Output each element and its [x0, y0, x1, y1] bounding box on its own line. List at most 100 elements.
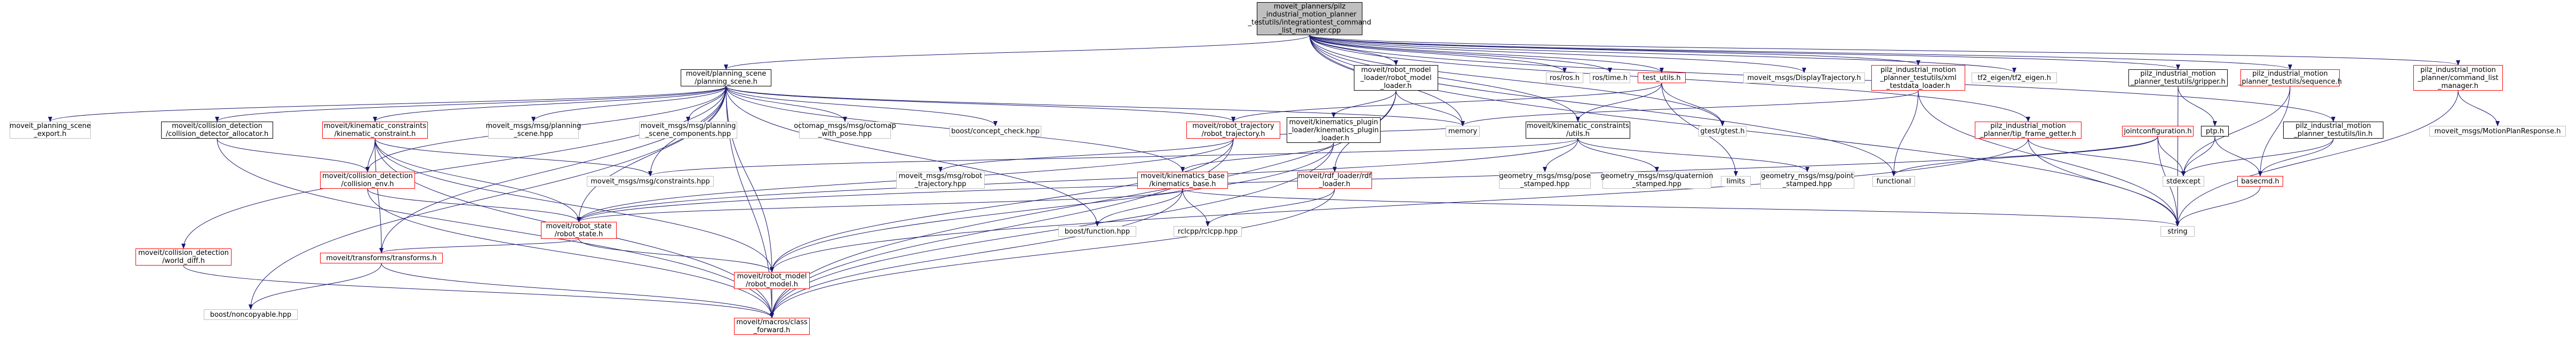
node-kinematics-base[interactable]: moveit/kinematics_base /kinematics_base.… — [1137, 172, 1228, 189]
node-boost-noncopyable[interactable]: boost/noncopyable.hpp — [204, 309, 298, 320]
node-rclcpp[interactable]: rclcpp/rclcpp.hpp — [1174, 226, 1242, 237]
node-geometry-quaternion-stamped[interactable]: geometry_msgs/msg/quaternion _stamped.hp… — [1600, 172, 1713, 189]
node-gripper[interactable]: pilz_industrial_motion _planner_testutil… — [2128, 69, 2228, 86]
node-msg-constraints[interactable]: moveit_msgs/msg/constraints.hpp — [587, 176, 714, 187]
node-label: pilz_industrial_motion _planner/tip_fram… — [1980, 122, 2076, 138]
dependency-edge-coll_env-to-robot_state — [367, 188, 581, 222]
node-robot-model[interactable]: moveit/robot_model /robot_model.h — [734, 272, 810, 289]
node-string[interactable]: string — [2160, 226, 2195, 237]
node-label: moveit/robot_state /robot_state.h — [546, 222, 612, 238]
node-jointconfiguration[interactable]: jointconfiguration.h — [2122, 126, 2194, 137]
node-basecmd[interactable]: basecmd.h — [2237, 176, 2283, 187]
dependency-edge-xml_loader-to-functional — [1892, 90, 1919, 176]
node-command-list-manager[interactable]: pilz_industrial_motion _planner/command_… — [2413, 65, 2503, 91]
node-label: moveit/collision_detection /collision_de… — [165, 122, 269, 138]
node-ros-time[interactable]: ros/time.h — [1590, 73, 1630, 83]
node-kinematic-constraint[interactable]: moveit/kinematic_constraints /kinematic_… — [322, 122, 428, 139]
node-lin[interactable]: pilz_industrial_motion _planner_testutil… — [2283, 122, 2383, 139]
node-label: boost/concept_check.hpp — [951, 127, 1040, 135]
node-rdf-loader[interactable]: moveit/rdf_loader/rdf _loader.h — [1297, 172, 1372, 189]
node-label: moveit/robot_model _loader/robot_model _… — [1360, 66, 1432, 90]
dependency-edge-kin_base-to-rclcpp — [1182, 188, 1210, 227]
dependency-edge-sequence-to-stdexcept — [2181, 86, 2291, 176]
node-planning-scene[interactable]: moveit/planning_scene /planning_scene.h — [681, 69, 771, 86]
dependency-edge-cmd_list_manager-to-string — [2175, 90, 2459, 227]
node-octomap-with-pose[interactable]: octomap_msgs/msg/octomap _with_pose.hpp — [794, 122, 896, 139]
node-label: moveit/kinematic_constraints /kinematic_… — [323, 122, 426, 138]
dependency-edge-robot_state-to-transforms — [379, 238, 579, 253]
node-stdexcept[interactable]: stdexcept — [2163, 176, 2204, 187]
node-collision-env[interactable]: moveit/collision_detection /collision_en… — [320, 172, 415, 189]
node-class-forward[interactable]: moveit/macros/class _forward.h — [734, 318, 810, 335]
dependency-edge-planning_scene-to-world_diff — [181, 86, 727, 249]
dependency-edge-root-to-rm_loader — [1309, 35, 1398, 66]
node-test-utils[interactable]: test_utils.h — [1638, 73, 1686, 83]
node-xml-testdata-loader[interactable]: pilz_industrial_motion _planner_testutil… — [1871, 65, 1965, 91]
dependency-edge-planning_scene-to-planning_scene_export — [48, 86, 727, 122]
node-label: boost/function.hpp — [1064, 227, 1130, 236]
dependency-edge-kin_constraint-to-transforms — [374, 138, 384, 253]
node-label: moveit_msgs/msg/planning _scene.hpp — [485, 122, 581, 138]
node-robot-trajectory[interactable]: moveit/robot_trajectory /robot_trajector… — [1186, 122, 1280, 139]
dependency-edge-planning_scene-to-transforms — [379, 86, 727, 253]
dependency-edge-root-to-functional — [1309, 35, 1896, 176]
node-msg-robot-trajectory[interactable]: moveit_msgs/msg/robot _trajectory.hpp — [896, 172, 985, 189]
node-geometry-point-stamped[interactable]: geometry_msgs/msg/point _stamped.hpp — [1760, 172, 1854, 189]
node-world-diff[interactable]: moveit/collision_detection /world_diff.h — [135, 248, 232, 266]
node-gtest[interactable]: gtest/gtest.h — [1698, 126, 1746, 137]
node-label: moveit/kinematics_base /kinematics_base.… — [1141, 172, 1225, 188]
node-root-file[interactable]: moveit_planners/pilz _industrial_motion_… — [1248, 2, 1371, 35]
node-label: memory — [1448, 127, 1478, 135]
node-sequence[interactable]: pilz_industrial_motion _planner_testutil… — [2238, 69, 2342, 86]
node-label: moveit/collision_detection /collision_en… — [322, 172, 413, 188]
node-robot-model-loader[interactable]: moveit/robot_model _loader/robot_model _… — [1354, 65, 1438, 91]
dependency-edge-test_utils-to-kin_utils — [1576, 83, 1662, 122]
node-tf2-eigen[interactable]: tf2_eigen/tf2_eigen.h — [1972, 73, 2057, 83]
node-label: moveit_planning_scene _export.h — [9, 122, 91, 138]
node-geometry-pose-stamped[interactable]: geometry_msgs/msg/pose _stamped.hpp — [1499, 172, 1591, 189]
dependency-edge-srdf_loader-to-rclcpp — [1206, 188, 1335, 227]
dependency-edge-root-to-sequence — [1309, 35, 2292, 70]
node-robot-state[interactable]: moveit/robot_state /robot_state.h — [541, 222, 617, 239]
node-label: limits — [1726, 177, 1745, 186]
node-limits[interactable]: limits — [1721, 176, 1751, 187]
dependency-edge-kin_constraint-to-robot_model — [374, 138, 774, 272]
dependency-edge-kin_utils-to-geo_point — [1577, 138, 1809, 172]
node-label: moveit_msgs/DisplayTrajectory.h — [1747, 74, 1861, 82]
node-label: ros/time.h — [1592, 74, 1628, 82]
node-kinematic-constraints-utils[interactable]: moveit/kinematic_constraints /utils.h — [1526, 122, 1630, 139]
node-boost-concept-check[interactable]: boost/concept_check.hpp — [950, 126, 1041, 137]
dependency-edge-rm_loader-to-kin_plugin_loader — [1331, 90, 1397, 118]
node-label: octomap_msgs/msg/octomap _with_pose.hpp — [794, 122, 896, 138]
dependency-edge-srdf_loader-to-class_forward — [770, 188, 1335, 318]
node-label: string — [2167, 227, 2188, 236]
dependency-edge-sequence-to-basecmd — [2258, 86, 2291, 176]
dependency-edge-world_diff-to-class_forward — [183, 265, 774, 318]
node-functional[interactable]: functional — [1872, 176, 1915, 187]
node-label: pilz_industrial_motion _planner/command_… — [2418, 66, 2499, 90]
node-planning-scene-export[interactable]: moveit_planning_scene _export.h — [10, 122, 91, 139]
node-tip-frame-getter[interactable]: pilz_industrial_motion _planner/tip_fram… — [1975, 122, 2081, 139]
dependency-edge-kin_utils-to-geo_quat — [1577, 138, 1659, 172]
node-display-trajectory[interactable]: moveit_msgs/DisplayTrajectory.h — [1743, 73, 1865, 83]
dependency-edge-planning_scene-to-robot_traj — [725, 86, 1235, 122]
node-boost-function[interactable]: boost/function.hpp — [1058, 226, 1136, 237]
node-label: gtest/gtest.h — [1700, 127, 1745, 135]
node-kinematics-plugin-loader[interactable]: moveit/kinematics_plugin _loader/kinemat… — [1287, 117, 1381, 143]
node-transforms[interactable]: moveit/transforms/transforms.h — [320, 253, 443, 263]
node-ptp[interactable]: ptp.h — [2201, 126, 2229, 137]
dependency-edge-ptp-to-stdexcept — [2181, 136, 2215, 176]
node-motion-plan-response[interactable]: moveit_msgs/MotionPlanResponse.h — [2429, 126, 2566, 137]
node-label: stdexcept — [2166, 177, 2200, 186]
node-label: moveit_msgs/msg/constraints.hpp — [591, 177, 710, 186]
node-msg-planning-scene[interactable]: moveit_msgs/msg/planning _scene.hpp — [485, 122, 581, 139]
dependency-edge-transforms-to-noncopyable — [249, 263, 382, 310]
dependency-edge-planning_scene-to-msg_planning_components — [686, 86, 727, 122]
node-collision-detector-allocator[interactable]: moveit/collision_detection /collision_de… — [161, 122, 273, 139]
node-msg-planning-scene-components[interactable]: moveit_msgs/msg/planning _scene_componen… — [639, 122, 737, 139]
node-label: geometry_msgs/msg/point _stamped.hpp — [1761, 172, 1854, 188]
node-ros-ros[interactable]: ros/ros.h — [1546, 73, 1583, 83]
dependency-edge-lin-to-stdexcept — [2181, 138, 2334, 176]
node-memory[interactable]: memory — [1446, 126, 1480, 137]
